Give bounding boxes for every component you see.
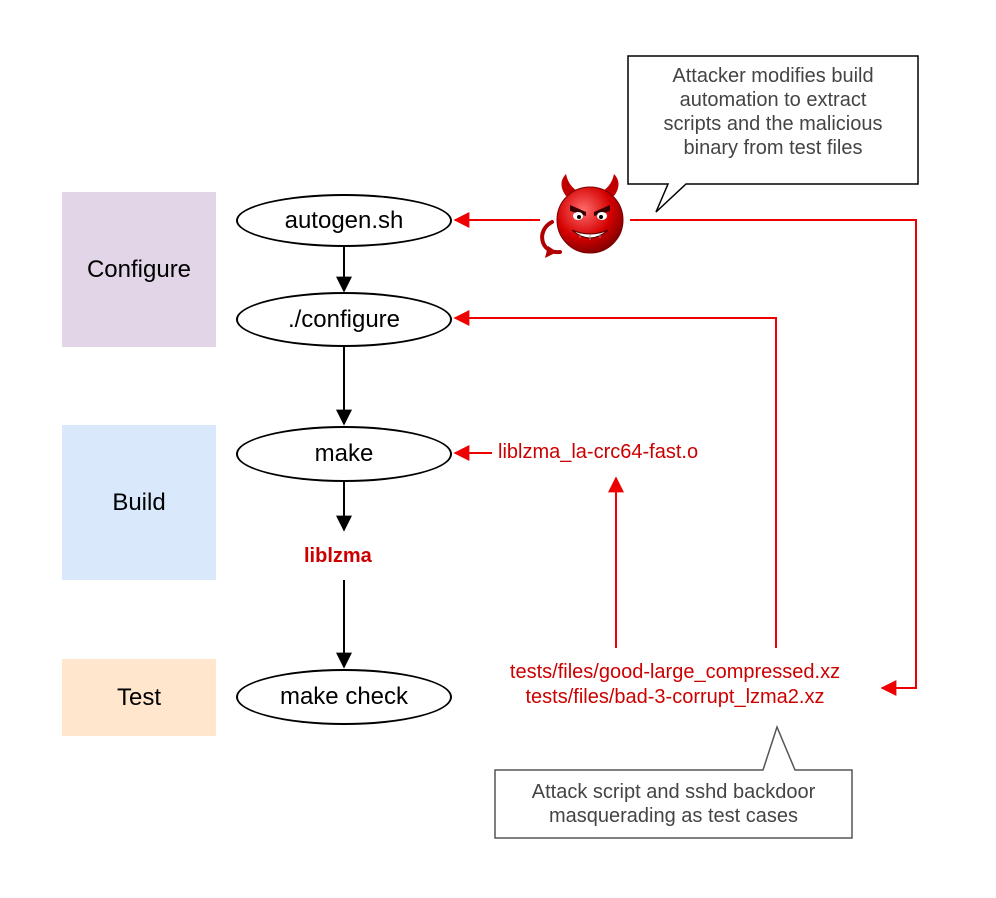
arrow-attacker-to-testfiles (630, 219, 917, 696)
attacker-callout-line: automation to extract (679, 89, 867, 111)
liblzma-label: liblzma (304, 545, 372, 567)
attacker-callout-line: binary from test files (683, 137, 863, 159)
test-file-bad: tests/files/bad-3-corrupt_lzma2.xz (525, 686, 825, 708)
stage-test-label: Test (116, 683, 161, 711)
attacker-callout-text: Attacker modifies build automation to ex… (630, 64, 916, 160)
devil-face-icon (540, 174, 624, 258)
stage-build-label: Build (112, 488, 166, 516)
attacker-callout-line: Attacker modifies build (672, 65, 874, 87)
test-stage-bg (62, 659, 216, 736)
node-make: make (236, 426, 452, 482)
backdoor-callout-line: masquerading as test cases (548, 805, 799, 827)
backdoor-callout-line: Attack script and sshd backdoor (531, 781, 816, 803)
stage-configure-label: Configure (86, 255, 192, 283)
backdoor-callout-bubble (494, 724, 853, 839)
arrow-testfiles-to-configure (453, 310, 777, 648)
backdoor-callout-text: Attack script and sshd backdoor masquera… (497, 780, 850, 828)
attacker-callout-line: scripts and the malicious (663, 113, 883, 135)
node-autogen: autogen.sh (236, 194, 452, 247)
object-file-label: liblzma_la-crc64-fast.o (498, 441, 699, 463)
test-file-good: tests/files/good-large_compressed.xz (509, 661, 841, 683)
node-configure: ./configure (236, 292, 452, 347)
node-make-check: make check (236, 669, 452, 725)
attacker-callout-bubble (627, 55, 919, 213)
build-stage-bg (62, 425, 216, 580)
configure-stage-bg (62, 192, 216, 347)
test-files-list: tests/files/good-large_compressed.xz tes… (470, 660, 880, 710)
